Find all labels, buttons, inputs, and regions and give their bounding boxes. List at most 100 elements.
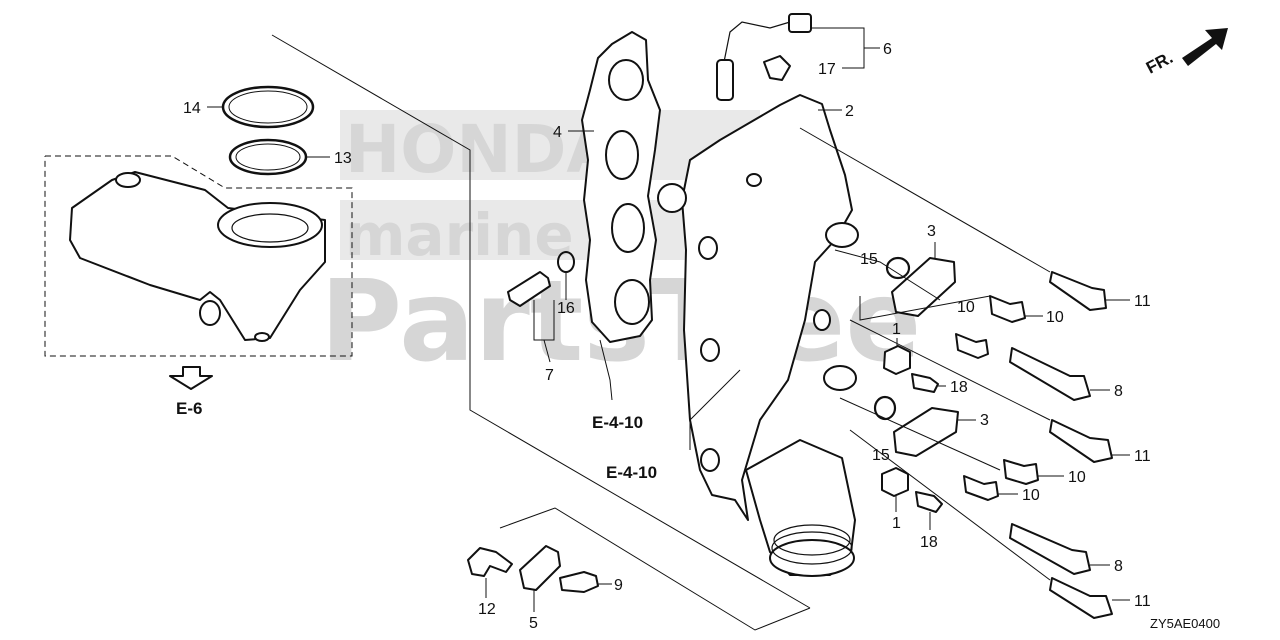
gasket-port-4 — [614, 279, 650, 325]
leader-flange-upper — [834, 249, 941, 301]
collar-1-lower — [881, 467, 909, 497]
manifold-left-port — [657, 183, 687, 213]
callout-labels: 14 13 4 2 6 17 16 7 12 5 9 3 3 15 15 1 1… — [183, 41, 1151, 632]
bolt-10-b — [955, 333, 989, 359]
leader-6 — [812, 27, 880, 49]
leader-group-left — [271, 34, 811, 609]
thermostat-cover-group — [44, 155, 353, 390]
bolt-11-c — [1049, 577, 1113, 619]
e6-arrow-icon — [169, 366, 213, 390]
fr-label: FR. — [1143, 48, 1176, 78]
drain-plug-body — [507, 271, 551, 307]
callout-3-lower: 3 — [980, 412, 989, 429]
exhaust-gasket — [581, 31, 661, 343]
clamp-12 — [467, 547, 513, 577]
o2-sensor — [716, 13, 812, 101]
callout-12: 12 — [478, 601, 496, 618]
bolt-10-a — [989, 295, 1026, 323]
callout-8-lower: 8 — [1114, 558, 1123, 575]
exhaust-manifold — [657, 94, 859, 577]
sensor-connector — [788, 13, 812, 33]
o-ring-13-inner — [235, 143, 301, 171]
callout-1-upper: 1 — [892, 321, 901, 338]
sensor-clip-17 — [763, 55, 791, 81]
thermostat-cover-boss — [115, 172, 141, 188]
callout-18-lower: 18 — [920, 534, 938, 551]
dashed-box — [44, 155, 353, 357]
callout-14: 14 — [183, 100, 201, 117]
gasket-port-3 — [611, 203, 645, 253]
manifold-bolt-hole — [813, 309, 831, 331]
callout-15-lower: 15 — [872, 447, 890, 464]
callout-4: 4 — [553, 124, 562, 141]
manifold-sensor-boss — [746, 173, 762, 187]
sensor-wire — [723, 21, 791, 63]
flange-3-lower — [893, 407, 959, 457]
leader-group-bottom — [499, 507, 811, 631]
callout-10-d: 10 — [1022, 487, 1040, 504]
right-hardware — [599, 127, 1113, 619]
bolt-10-c — [1003, 459, 1039, 485]
leader-17 — [842, 48, 865, 69]
manifold-hole-1 — [698, 236, 718, 260]
reference-labels: E-6 E-4-10 E-4-10 — [176, 399, 657, 482]
collar-1-upper — [883, 345, 911, 375]
callout-leaders — [207, 27, 880, 612]
callout-3-upper: 3 — [927, 223, 936, 240]
leader-bolt-10-a — [859, 295, 991, 321]
manifold-flange-upper — [825, 222, 859, 248]
leader-7 — [543, 339, 551, 363]
callout-10-a: 10 — [957, 299, 975, 316]
gasket-port-2 — [605, 130, 639, 180]
hose-clamp-parts — [467, 545, 599, 593]
callout-15-upper: 15 — [860, 251, 878, 268]
outlet-flange — [769, 539, 855, 577]
leader-bolt-11-b — [849, 319, 1051, 421]
outlet-ring-2 — [773, 524, 851, 556]
bolt-9 — [559, 571, 599, 593]
callout-9: 9 — [614, 577, 623, 594]
thermostat-cover-bore — [231, 213, 309, 243]
leader-bolt-11-a — [799, 127, 1051, 273]
thermostat-cover-spigot — [199, 300, 221, 326]
callout-10-c: 10 — [1068, 469, 1086, 486]
bolt-8-upper — [1009, 347, 1091, 401]
bolt-10-d — [963, 475, 999, 501]
watermark-honda: HONDA — [345, 111, 617, 188]
ref-e6: E-6 — [176, 399, 202, 418]
group-leader-lines — [271, 34, 811, 631]
bolt-18-lower — [915, 491, 943, 513]
manifold-body — [681, 94, 853, 521]
bolt-18-upper — [911, 373, 939, 393]
callout-1-lower: 1 — [892, 515, 901, 532]
callout-13: 13 — [334, 150, 352, 167]
callout-11-b: 11 — [1134, 448, 1151, 465]
ref-e4-10-a: E-4-10 — [592, 413, 643, 432]
callout-6: 6 — [883, 41, 892, 58]
callout-2: 2 — [845, 103, 854, 120]
thermostat-cover-flange — [217, 202, 323, 248]
callout-11-a: 11 — [1134, 293, 1151, 310]
fr-arrow-icon — [1182, 28, 1228, 66]
flange-3-upper — [891, 257, 956, 317]
manifold-hole-2 — [700, 338, 720, 362]
callout-11-c: 11 — [1134, 593, 1151, 610]
o-ring-13 — [228, 138, 308, 176]
manifold-flange-lower — [823, 365, 857, 391]
o-ring-14-inner — [228, 90, 308, 124]
bolt-11-a — [1049, 271, 1107, 311]
callout-5: 5 — [529, 615, 538, 632]
outlet-ring-1 — [771, 531, 853, 565]
sensor-body — [716, 59, 734, 101]
gasket-port-1 — [608, 59, 644, 101]
ref-e4-10-b: E-4-10 — [606, 463, 657, 482]
o-ring-14 — [221, 85, 315, 129]
thermostat-cover — [69, 171, 326, 341]
bolt-8-lower — [1009, 523, 1091, 575]
gasket-4 — [581, 31, 661, 343]
callout-17: 17 — [818, 61, 836, 78]
callout-7: 7 — [545, 367, 554, 384]
diagram-code: ZY5AE0400 — [1150, 616, 1220, 631]
callout-16: 16 — [557, 300, 575, 317]
